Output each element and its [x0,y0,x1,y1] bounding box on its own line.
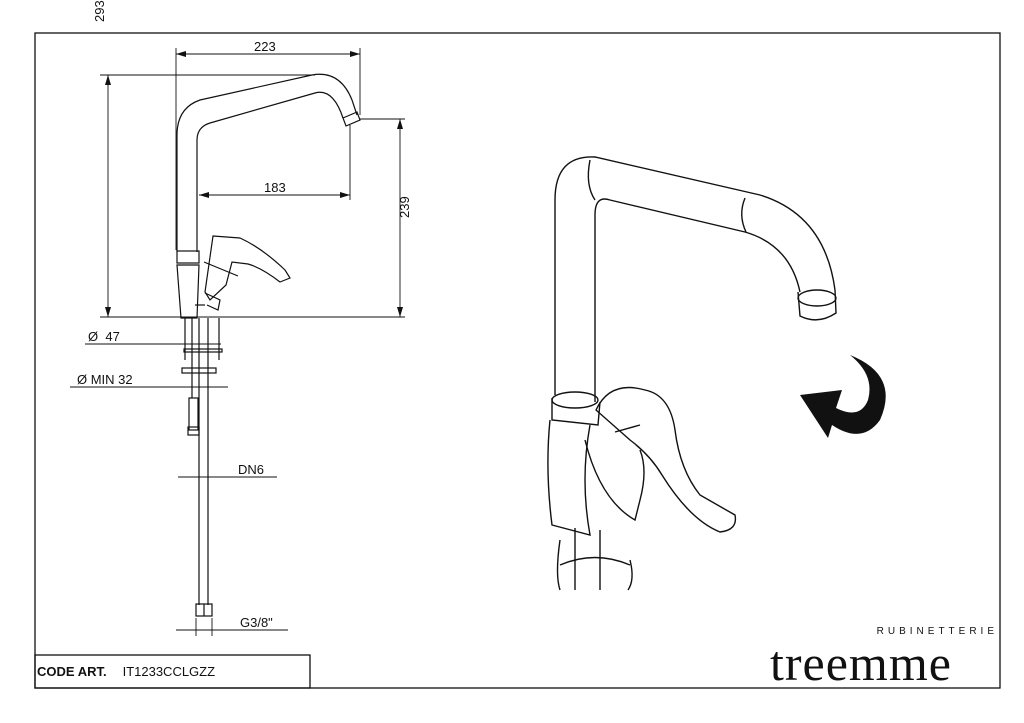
dim-183: 183 [264,180,286,195]
dim-base-diameter: Ø 47 [88,329,120,344]
dim-223: 223 [254,39,276,54]
dimension-lines [70,48,405,636]
dim-hose: DN6 [238,462,264,477]
dim-connection: G3/8" [240,615,273,630]
brand-name: treemme [770,635,952,691]
title-block [34,654,311,689]
faucet-connections [181,318,223,617]
code-label: CODE ART. [37,664,107,679]
dim-239: 239 [397,196,412,218]
brand-subtitle: RUBINETTERIE [876,626,998,637]
dim-hole-diameter: Ø MIN 32 [77,372,133,387]
code-article: CODE ART. IT1233CCLGZZ [37,664,215,679]
code-value: IT1233CCLGZZ [122,664,216,679]
faucet-side-view [176,73,361,319]
faucet-perspective-view [547,156,837,591]
dim-293: 293 [92,0,107,22]
drawing-frame [34,32,1001,689]
brand-logo: RUBINETTERIE treemme [770,626,1002,688]
rotation-arrow-icon [800,355,886,438]
